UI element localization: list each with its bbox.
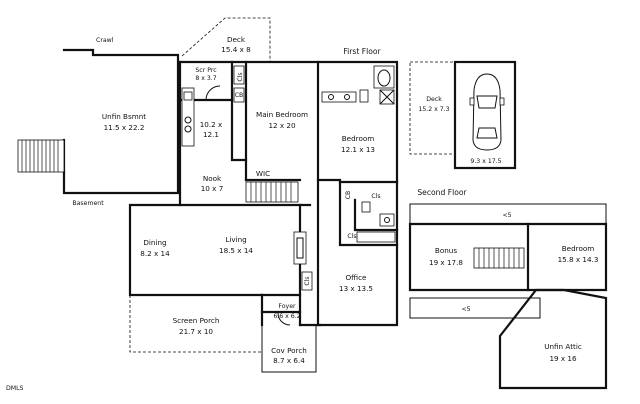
vanity: [321, 91, 357, 103]
unfin-bsmnt-dims: 11.5 x 22.2: [104, 123, 145, 132]
bathtub: [373, 65, 395, 89]
c2-label: CB: [235, 92, 244, 99]
cov-porch-name: Cov Porch: [271, 346, 307, 355]
crawl-label: Crawl: [96, 37, 114, 44]
hall-toilet: [361, 201, 371, 213]
first-floor-section: Deck 15.4 x 8 Screen Porch 21.7 x 10 Cov…: [128, 17, 399, 373]
c3-label: CB: [345, 191, 352, 200]
garage-section: Deck 15.2 x 7.3 9.3 x 17.5: [409, 60, 517, 170]
kitchen-dims: 12.1: [203, 130, 219, 139]
bonus-name: Bonus: [435, 246, 457, 255]
burner-icon: [184, 125, 192, 133]
lower-attic-band: [409, 297, 541, 319]
office-name: Office: [346, 273, 368, 282]
basement-section: Crawl Unfin Bsmnt 11.5 x 22.2 Basement: [17, 37, 180, 207]
first-floor-label: First Floor: [343, 47, 381, 56]
nook-name: Nook: [203, 174, 222, 183]
toilet: [359, 89, 369, 103]
bonus-dims: 19 x 17.8: [429, 258, 463, 267]
dining-name: Dining: [143, 238, 166, 247]
unfin-attic-dims: 19 x 16: [549, 354, 577, 363]
deck-side-dims: 15.2 x 7.3: [418, 106, 449, 113]
living-name: Living: [225, 235, 246, 244]
fireplace: [293, 231, 307, 265]
office-dims: 13 x 13.5: [339, 284, 373, 293]
garage-dims: 9.3 x 17.5: [470, 158, 501, 165]
nook-dims: 10 x 7: [201, 184, 224, 193]
ceiling-mark-lower: <5: [461, 306, 470, 313]
main-bedroom-dims: 12 x 20: [268, 121, 296, 130]
watermark-logo: DMLS: [6, 385, 24, 392]
basement-label: Basement: [72, 200, 104, 207]
screen-porch-name: Screen Porch: [173, 316, 220, 325]
car-icon: [469, 73, 505, 151]
foyer-name: Foyer: [278, 303, 296, 310]
closet-box: [301, 271, 313, 291]
bedroom-second-dims: 15.8 x 14.3: [558, 255, 599, 264]
bedroom-second-name: Bedroom: [562, 244, 595, 253]
cabinet: [233, 65, 245, 85]
scr-prc-name: Scr Prc: [195, 67, 217, 74]
unfin-bsmnt-name: Unfin Bsmnt: [102, 112, 146, 121]
kitchen-name: 10.2 x: [200, 120, 223, 129]
bedroom-first-name: Bedroom: [342, 134, 375, 143]
burner-icon: [184, 116, 192, 124]
second-floor-label: Second Floor: [417, 188, 467, 197]
hall-vanity: [379, 213, 395, 227]
main-bedroom-name: Main Bedroom: [256, 110, 308, 119]
foyer-dims: 6.6 x 6.2: [273, 313, 300, 320]
living-dims: 18.5 x 14: [219, 246, 253, 255]
hall-bathtub: [356, 231, 396, 243]
garage: [453, 60, 517, 170]
basement-stairs: [17, 139, 65, 173]
bedroom-first-dims: 12.1 x 13: [341, 145, 375, 154]
stove-icon: [183, 91, 193, 101]
second-floor-section: Second Floor <5 <5 Bonus 19 x 17.8 Bedro…: [408, 188, 608, 390]
cls-2-label: Cls: [347, 233, 356, 240]
cls-1-label: Cls: [371, 193, 380, 200]
screen-porch-dims: 21.7 x 10: [179, 327, 213, 336]
wic-name: WIC: [256, 169, 270, 178]
deck-top-dims: 15.4 x 8: [221, 45, 251, 54]
cabinet: [233, 87, 245, 103]
deck-side-name: Deck: [426, 96, 442, 103]
cov-porch-dims: 8.7 x 6.4: [273, 356, 305, 365]
ceiling-mark-upper: <5: [502, 212, 511, 219]
unfin-attic-name: Unfin Attic: [544, 342, 582, 351]
dining-dims: 8.2 x 14: [140, 249, 170, 258]
first-floor-stairs: [245, 181, 299, 203]
deck-top-name: Deck: [227, 35, 246, 44]
basement-stair-treads: [21, 140, 59, 172]
scr-prc-dims: 8 x 3.7: [195, 75, 216, 82]
c1-label: Cls: [237, 72, 244, 81]
cls-3-label: Cls: [304, 276, 311, 285]
